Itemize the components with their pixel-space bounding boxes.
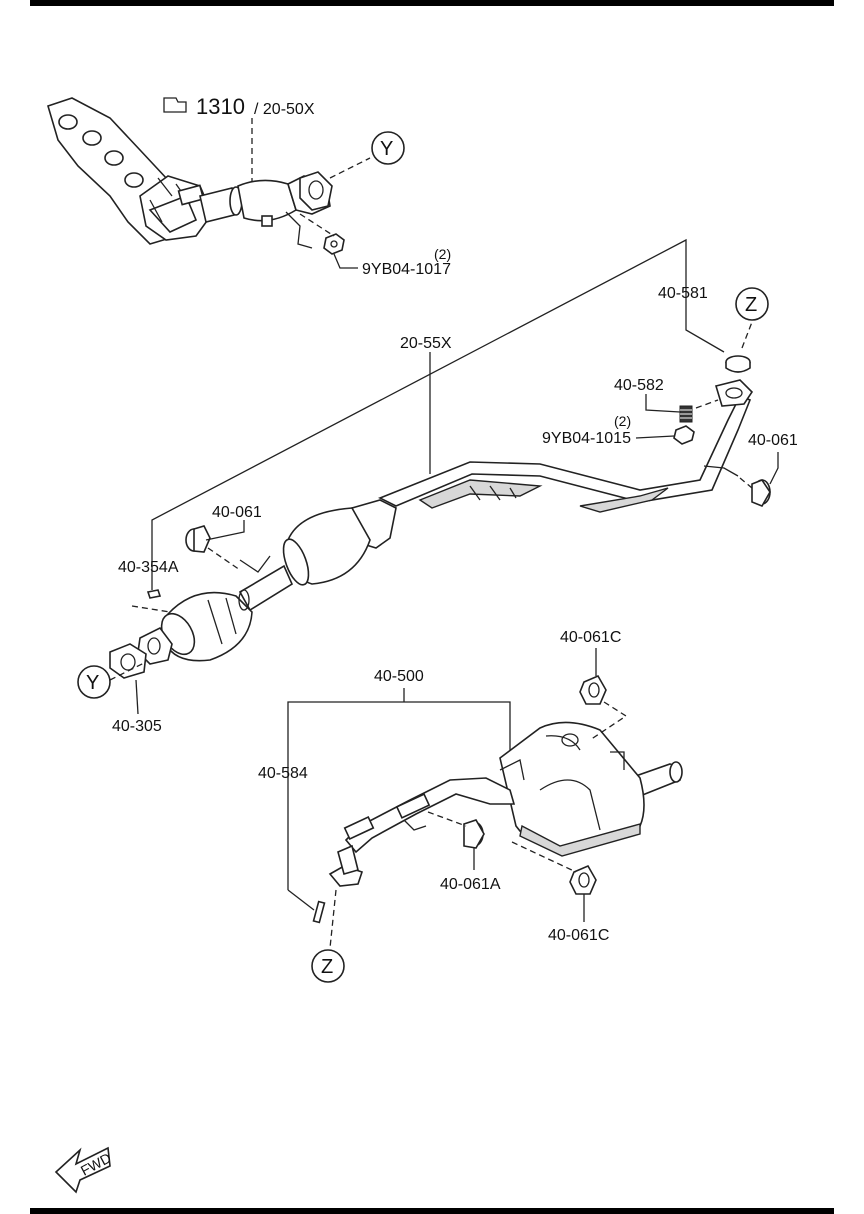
- callout-y-top-text: Y: [380, 138, 393, 160]
- z-bottom-dash: [329, 889, 337, 949]
- callout-y-top: [371, 131, 405, 165]
- gasket: [109, 643, 147, 679]
- spring-leader: [645, 394, 681, 413]
- upper-nut-leader: [333, 253, 358, 269]
- hanger-a: [463, 819, 485, 849]
- upper-nut: [323, 233, 345, 255]
- front-pipe-label: 20-55X: [400, 335, 452, 352]
- exhaust-manifold: [47, 97, 333, 249]
- hanger-rear-leader: [769, 452, 779, 485]
- bolt-dash: [131, 605, 171, 613]
- lower-nut-label: 9YB04-1015: [542, 430, 631, 447]
- callout-z-top: [735, 287, 769, 321]
- lower-nut: [673, 425, 695, 445]
- y-top-dash: [329, 157, 371, 179]
- hanger-a-dash: [427, 811, 467, 827]
- hanger-c-top-label: 40-061C: [560, 629, 621, 646]
- hanger-c-top: [579, 674, 607, 705]
- gasket-ring: [725, 355, 751, 373]
- hanger-rear-dash: [739, 477, 753, 489]
- callout-y-bottom-text: Y: [86, 672, 99, 694]
- bolt-label: 40-354A: [118, 559, 179, 576]
- hanger-mid-label: 40-061: [212, 504, 262, 521]
- hanger-mid: [185, 525, 211, 553]
- gasket-leader: [135, 679, 139, 715]
- fwd-arrow-icon: FWD: [54, 1146, 114, 1194]
- upper-nut-label: 9YB04-1017: [362, 261, 451, 278]
- front-pipe-bracket-line: [151, 238, 725, 522]
- spring-label: 40-582: [614, 377, 664, 394]
- hanger-c-bottom: [569, 864, 597, 895]
- z-top-dash: [741, 321, 753, 349]
- manifold-ref-suffix: / 20-50X: [254, 101, 315, 118]
- hanger-c-bottom-dash: [511, 841, 577, 873]
- upper-nut-qty: (2): [434, 246, 451, 262]
- hanger-mid-leader: [205, 520, 245, 541]
- stud-label: 40-584: [258, 765, 308, 782]
- spring-dash: [695, 399, 719, 409]
- muffler-bracket-line: [287, 701, 511, 890]
- gasket-label: 40-305: [112, 718, 162, 735]
- hanger-rear-label: 40-061: [748, 432, 798, 449]
- hanger-c-bottom-label: 40-061C: [548, 927, 609, 944]
- engine-icon: [163, 97, 187, 113]
- stud: [312, 900, 326, 924]
- top-border: [30, 0, 834, 6]
- manifold-ref-number: 1310: [196, 94, 245, 119]
- callout-y-bottom: [77, 665, 111, 699]
- y-bottom-dash: [109, 661, 147, 681]
- hanger-mid-dash: [207, 547, 241, 571]
- manifold-ref-group: 1310 / 20-50X: [163, 94, 315, 119]
- spring: [679, 405, 693, 423]
- lower-nut-leader: [635, 435, 675, 439]
- muffler-label: 40-500: [374, 668, 424, 685]
- upper-nut-dash: [299, 213, 335, 237]
- bolt: [146, 589, 162, 599]
- callout-z-bottom-text: Z: [321, 956, 333, 978]
- hanger-a-label: 40-061A: [440, 876, 501, 893]
- callout-z-top-text: Z: [745, 294, 757, 316]
- callout-z-bottom: [311, 949, 345, 983]
- hanger-c-top-dash: [589, 701, 628, 741]
- front-pipe-assembly: [137, 379, 754, 665]
- gasket-ring-label: 40-581: [658, 285, 708, 302]
- muffler-assembly: [328, 721, 683, 887]
- bottom-border: [30, 1208, 834, 1214]
- hanger-rear: [751, 479, 771, 508]
- lower-nut-qty: (2): [614, 413, 631, 429]
- stud-leader: [287, 889, 315, 911]
